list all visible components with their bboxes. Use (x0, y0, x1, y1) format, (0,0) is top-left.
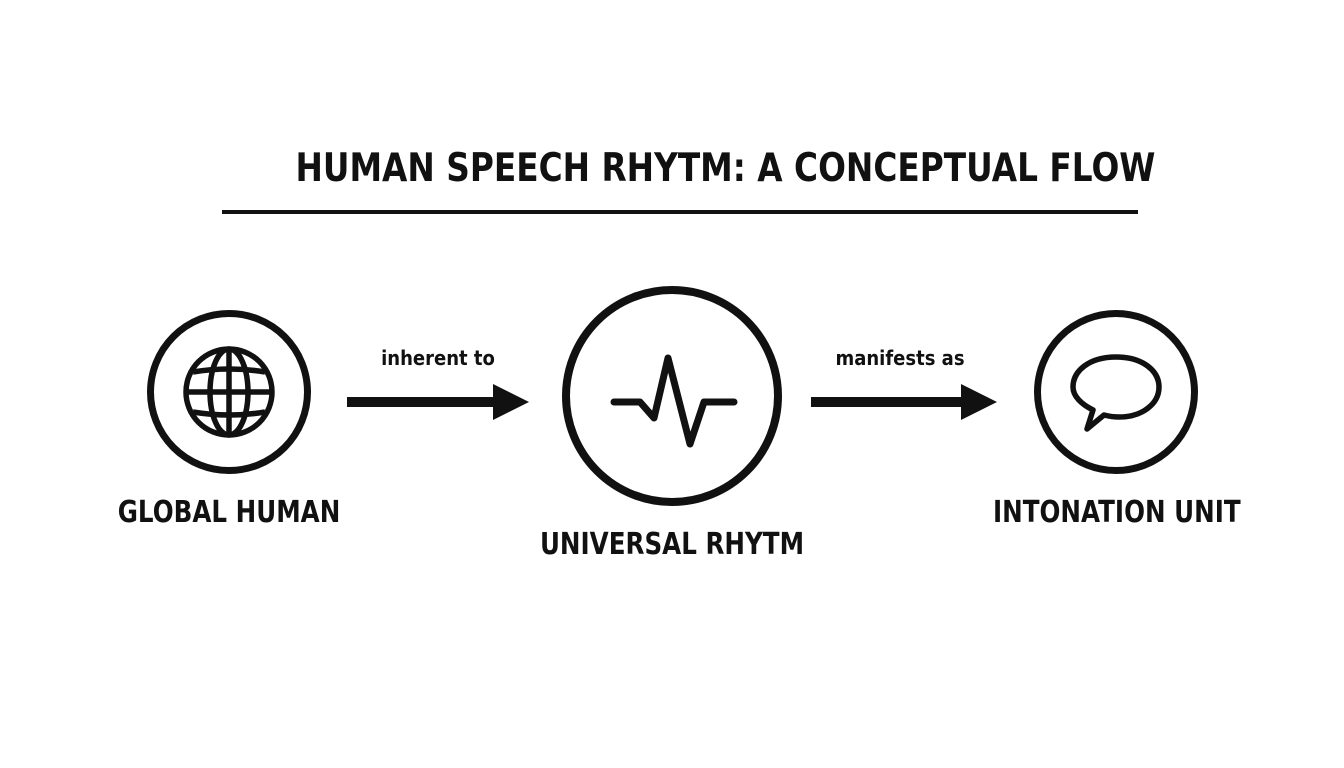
node-label-global-human: GLOBAL HUMAN (117, 495, 341, 530)
node-label-universal-rhytm: UNIVERSAL RHYTM (539, 527, 805, 562)
speech-bubble-icon (1070, 354, 1162, 432)
node-global-human-circle (147, 310, 311, 474)
arrow-manifests-as (811, 384, 997, 420)
edge-label-inherent-to: inherent to (381, 346, 495, 370)
edge-label-manifests-as: manifests as (835, 346, 965, 370)
node-label-intonation-unit: INTONATION UNIT (993, 495, 1241, 530)
diagram-title: HUMAN SPEECH RHYTM: A CONCEPTUAL FLOW (295, 146, 1156, 191)
title-underline (222, 210, 1138, 214)
heartbeat-waveform-icon (610, 354, 738, 448)
globe-icon (183, 346, 275, 438)
arrow-inherent-to (347, 384, 529, 420)
node-universal-rhytm-circle (562, 286, 782, 506)
node-intonation-unit-circle (1034, 310, 1198, 474)
